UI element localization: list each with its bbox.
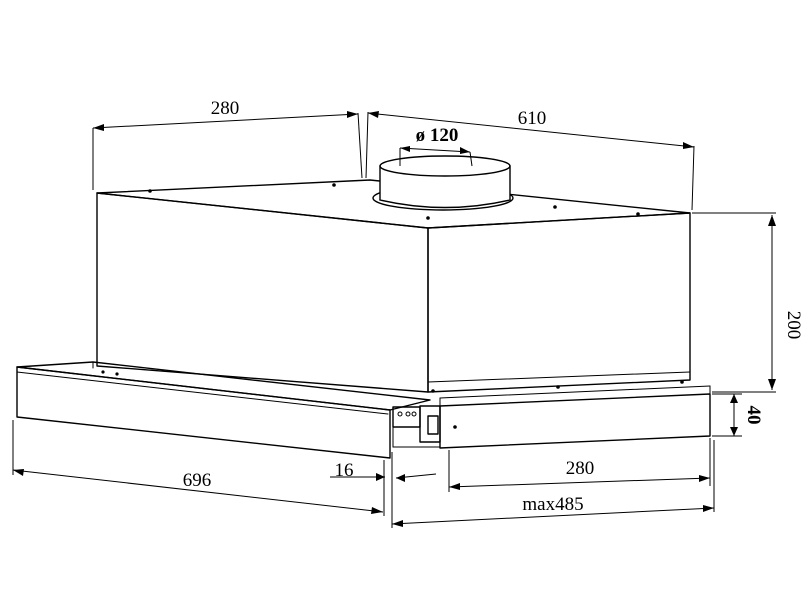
switch-housing [419, 405, 441, 443]
dim-front-height: 40 [712, 393, 764, 437]
screw-dot [431, 389, 435, 393]
screw-dot [426, 216, 430, 220]
duct-collar [372, 155, 514, 211]
hood-right-face [427, 212, 691, 393]
dim-top-width: 610 [365, 108, 695, 211]
screw-dot [115, 372, 119, 376]
dim-label-front-height: 40 [743, 406, 764, 425]
collar-top-rim [379, 155, 511, 177]
hood-right-rail [427, 371, 691, 383]
slide-bracket [392, 385, 711, 449]
dim-height: 200 [692, 212, 804, 393]
dim-label-max-extension: max485 [522, 494, 583, 515]
switch-icon [427, 415, 439, 435]
dim-slide-depth: 280 [448, 438, 711, 492]
dim-label-slide-depth: 280 [566, 458, 595, 479]
dim-label-top-depth: 280 [211, 98, 240, 119]
front-visor [16, 361, 431, 459]
visor-front-face [16, 366, 391, 459]
dim-max-extension: max485 [391, 440, 715, 528]
screw-dot [453, 425, 457, 429]
dim-label-height: 200 [783, 311, 804, 340]
screw-dot [553, 205, 557, 209]
dim-label-visor-width: 696 [183, 470, 212, 491]
dim-label-duct-diameter: ø 120 [416, 125, 459, 146]
linkage-block [392, 406, 421, 428]
dim-gap: 16 [330, 452, 437, 482]
hood-left-face [96, 192, 429, 393]
screw-dot [680, 380, 684, 384]
screw-dot [148, 189, 152, 193]
dim-duct-diameter: ø 120 [399, 125, 473, 167]
screw-dot [636, 212, 640, 216]
screw-dot [101, 370, 105, 374]
dim-label-top-width: 610 [518, 108, 547, 129]
visor-top-face [16, 361, 431, 411]
dim-top-depth: 280 [92, 98, 363, 190]
screw-dot [556, 385, 560, 389]
dim-label-gap: 16 [335, 460, 354, 481]
rail-front-strip [439, 393, 711, 449]
dim-visor-width: 696 [12, 420, 385, 516]
screw-dot [332, 183, 336, 187]
hood-body [96, 179, 691, 393]
